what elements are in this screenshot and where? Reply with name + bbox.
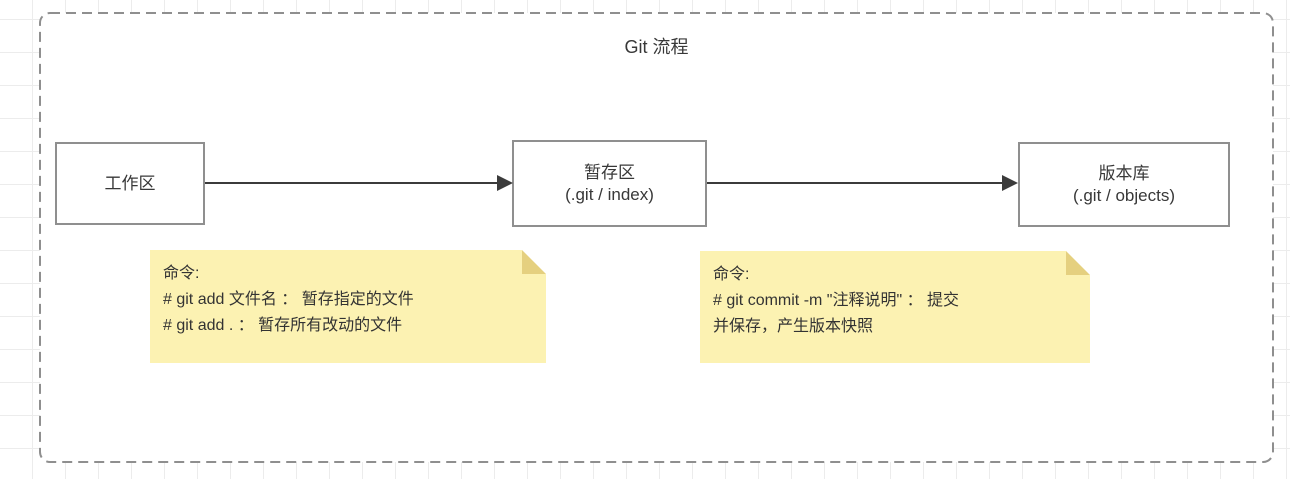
folded-corner-icon	[522, 250, 546, 274]
node-working-area-label: 工作区	[104, 173, 156, 193]
node-staging-area-label: 暂存区	[584, 162, 635, 182]
arrow-line	[707, 182, 1004, 184]
arrow-working-to-staging	[205, 175, 513, 191]
node-staging-area: 暂存区 (.git / index)	[512, 140, 707, 227]
node-repository: 版本库 (.git / objects)	[1018, 142, 1230, 227]
note-git-commit: 命令: # git commit -m "注释说明" ： 提交 并保存，产生版本…	[700, 251, 1090, 363]
node-repository-label: 版本库	[1098, 163, 1150, 183]
note-line: 并保存，产生版本快照	[713, 318, 874, 335]
node-working-area: 工作区	[55, 142, 205, 225]
note-line: # git add 文件名 ： 暂存指定的文件	[163, 291, 414, 308]
note-line: # git commit -m "注释说明" ： 提交	[713, 292, 960, 309]
arrowhead-icon	[1002, 175, 1018, 191]
diagram-title: Git 流程	[624, 37, 689, 57]
node-staging-area-sublabel: (.git / index)	[565, 184, 654, 204]
arrow-staging-to-repository	[707, 175, 1018, 191]
arrowhead-icon	[497, 175, 513, 191]
node-repository-sublabel: (.git / objects)	[1072, 185, 1176, 205]
note-line: 命令:	[713, 266, 750, 283]
folded-corner-icon	[1066, 251, 1090, 275]
note-line: # git add . ： 暂存所有改动的文件	[163, 317, 403, 334]
note-line: 命令:	[163, 265, 200, 282]
note-git-add: 命令: # git add 文件名 ： 暂存指定的文件 # git add . …	[150, 250, 546, 363]
arrow-line	[205, 182, 499, 184]
canvas-border	[39, 12, 1274, 463]
